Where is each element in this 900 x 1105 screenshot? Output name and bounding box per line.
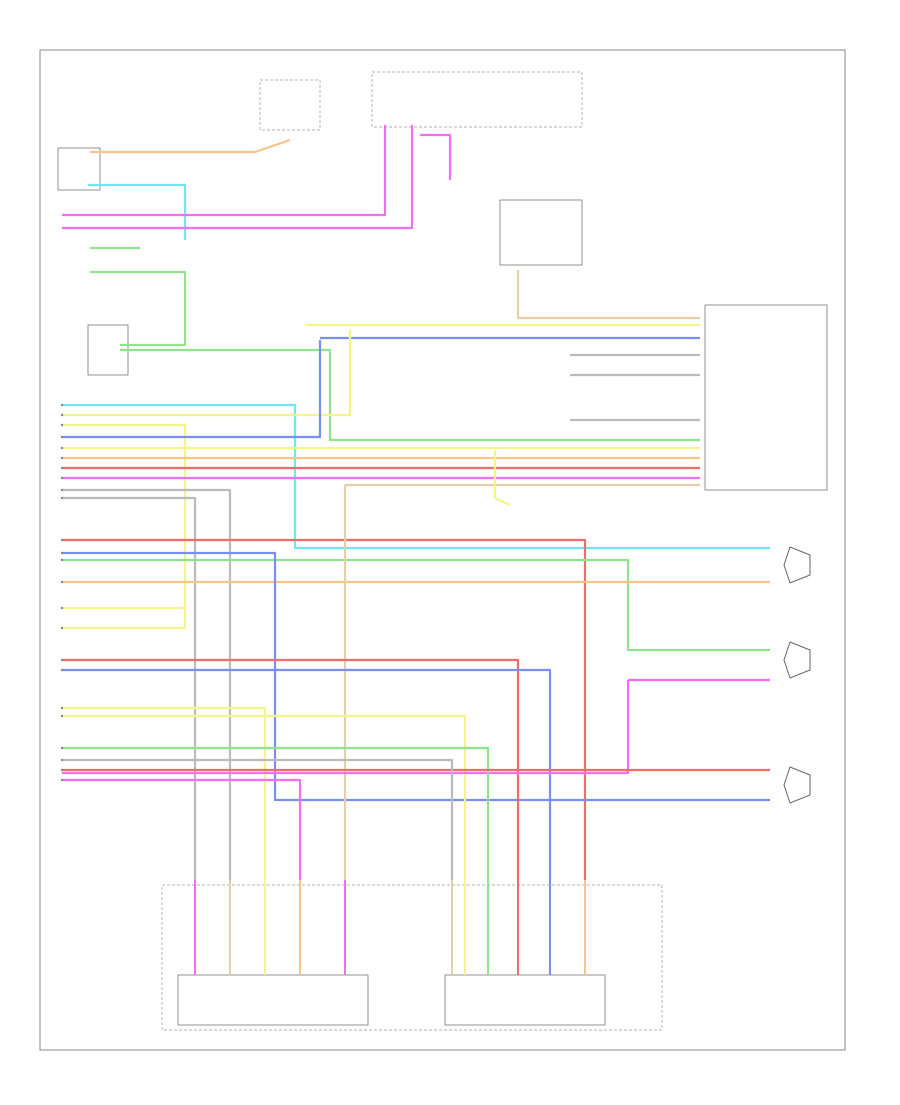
wire-yellow-band xyxy=(62,330,352,417)
wire-layer xyxy=(62,125,770,975)
bottom-frame xyxy=(161,884,663,1031)
pin-2 xyxy=(60,423,64,427)
pin-11 xyxy=(60,551,64,555)
fuse-block-left xyxy=(259,79,321,131)
pin-12 xyxy=(60,558,64,562)
wire-lightblue-band xyxy=(62,403,770,550)
wire-pink-low2 xyxy=(62,778,302,880)
pin-23 xyxy=(60,778,64,782)
pin-19 xyxy=(60,714,64,718)
pin-13 xyxy=(60,580,64,584)
sensor-1 xyxy=(783,641,811,679)
wire-pink-a xyxy=(62,125,387,217)
wire-blue-band xyxy=(62,340,322,439)
wire-pink-c xyxy=(420,133,452,180)
wire-orange-top xyxy=(90,138,291,154)
wire-lightgreen-b xyxy=(90,270,187,347)
wire-yellow-low2 xyxy=(62,714,467,880)
diagram-frame xyxy=(39,49,846,1051)
pin-18 xyxy=(60,706,64,710)
transmission-control-module xyxy=(704,304,828,491)
sensor-symbols xyxy=(783,546,811,804)
ignition-switch xyxy=(57,147,101,191)
wire-red-mid xyxy=(62,538,587,880)
fuse-block-top xyxy=(371,71,583,128)
bottom-left-switch xyxy=(177,974,369,1026)
pin-10 xyxy=(60,538,64,542)
pin-20 xyxy=(60,746,64,750)
wire-lightgreen-mid xyxy=(62,558,770,652)
pin-4 xyxy=(60,446,64,450)
bottom-right-switch xyxy=(444,974,606,1026)
pin-15 xyxy=(60,626,64,630)
wire-blue-low xyxy=(62,668,552,880)
pin-6 xyxy=(60,466,64,470)
wire-red-low xyxy=(62,658,520,880)
wire-lightblue-top xyxy=(88,183,187,240)
wire-tan-a xyxy=(516,270,700,320)
pin-22 xyxy=(60,768,64,772)
pin-16 xyxy=(60,658,64,662)
pin-8 xyxy=(60,488,64,492)
pin-21 xyxy=(60,758,64,762)
wire-lightgreen-mod xyxy=(120,348,700,442)
pin-17 xyxy=(60,668,64,672)
sensor-0 xyxy=(783,546,811,584)
pin-0 xyxy=(60,403,64,407)
wire-pink-b xyxy=(62,125,414,230)
wire-blue-mid2 xyxy=(62,551,770,802)
pin-9 xyxy=(60,496,64,500)
pin-1 xyxy=(60,413,64,417)
pin-14 xyxy=(60,606,64,610)
relay-module xyxy=(499,199,583,266)
pin-3 xyxy=(60,435,64,439)
wire-pink-low xyxy=(62,680,630,775)
wire-gray-left2 xyxy=(62,496,197,880)
sensor-2 xyxy=(783,766,811,804)
wire-gray-low xyxy=(62,758,454,880)
wire-yellow-low xyxy=(62,706,267,880)
wire-yellow-sw xyxy=(493,450,511,506)
wire-lightgreen-low xyxy=(62,746,490,880)
wire-gray-left xyxy=(62,488,232,880)
wire-yellow2-band xyxy=(62,423,187,630)
pin-7 xyxy=(60,476,64,480)
pin-layer xyxy=(60,403,64,782)
pin-5 xyxy=(60,456,64,460)
